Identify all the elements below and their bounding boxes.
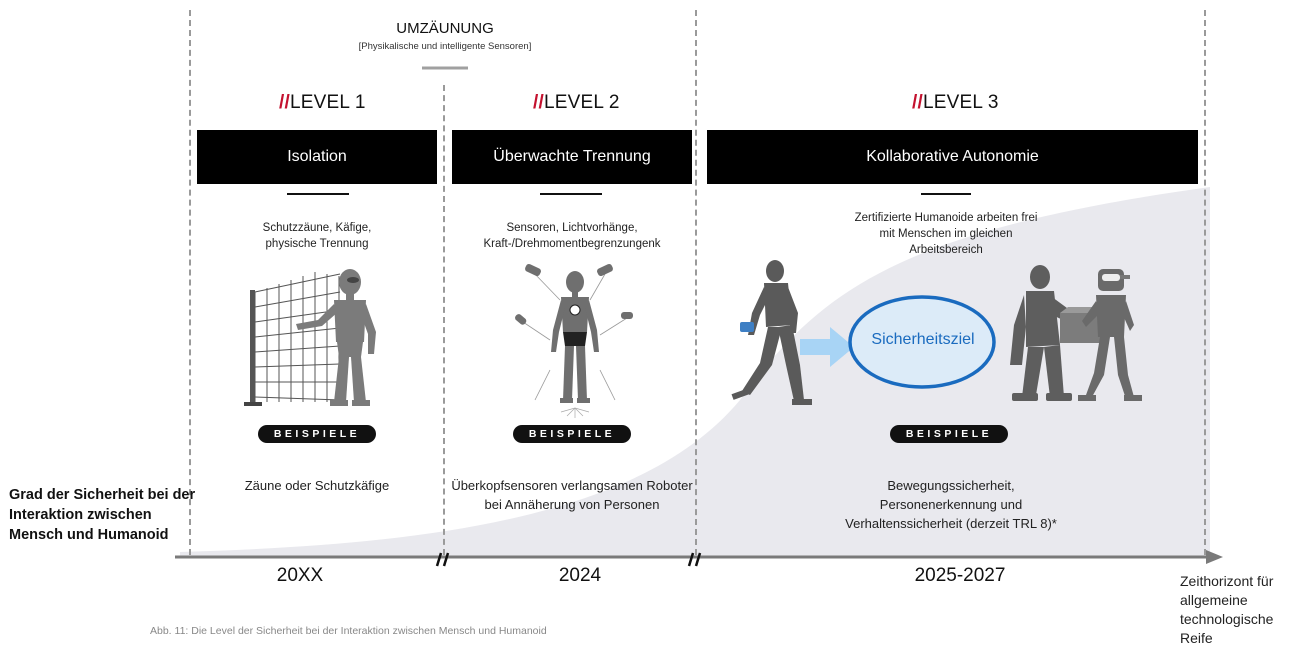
level-1-desc-line: Schutzzäune, Käfige,: [262, 222, 372, 234]
y-axis-label-line: Interaktion zwischen: [9, 507, 152, 523]
level-3-bar: Kollaborative Autonomie: [707, 130, 1198, 184]
level-3-bar-title: Kollaborative Autonomie: [866, 148, 1039, 165]
level-1-description: Schutzzäune, Käfige, physische Trennung: [197, 220, 437, 252]
divider-1: [189, 10, 191, 555]
fenced-robot-illustration: [244, 269, 376, 406]
level-3-rule: [921, 193, 971, 195]
level-2-label: LEVEL 2: [543, 92, 620, 113]
level-1-example-line: Zäune oder Schutzkäfige: [244, 478, 390, 493]
level-3-header: //LEVEL 3: [912, 92, 999, 114]
axis-break-2: [687, 552, 702, 567]
level-3-examples-badge: BEISPIELE: [890, 425, 1008, 443]
level-3-example-line: Bewegungssicherheit,: [887, 478, 1015, 493]
period-level-3: 2025-2027: [914, 565, 1006, 586]
y-axis-label-line: Mensch und Humanoid: [9, 527, 169, 543]
level-3-example-line: Personenerkennung und: [879, 497, 1023, 512]
period-level-1: 20XX: [276, 565, 324, 586]
level-2-example: Überkopfsensoren verlangsamen Roboter be…: [444, 476, 700, 514]
safety-goal-label: Sicherheitsziel: [871, 331, 975, 348]
time-axis-arrowhead: [1206, 550, 1223, 564]
level-1-example: Zäune oder Schutzkäfige: [197, 476, 437, 495]
level-2-description: Sensoren, Lichtvorhänge, Kraft-/Drehmome…: [452, 220, 692, 252]
x-axis-label: Zeithorizont für allgemeine technologisc…: [1180, 572, 1303, 648]
fencing-subtitle: [Physikalische und intelligente Sensoren…: [358, 41, 532, 52]
fencing-title: UMZÄUNUNG: [396, 20, 494, 37]
level-2-desc-line: Kraft-/Drehmomentbegrenzungenk: [483, 238, 661, 250]
level-2-bar: Überwachte Trennung: [452, 130, 692, 184]
level-1-label: LEVEL 1: [289, 92, 366, 113]
collaboration-illustration: [731, 260, 1142, 405]
level-2-desc-line: Sensoren, Lichtvorhänge,: [506, 222, 638, 234]
period-level-2: 2024: [558, 565, 602, 586]
level-3-example: Bewegungssicherheit, Personenerkennung u…: [820, 476, 1082, 533]
y-axis-label: Grad der Sicherheit bei der Interaktion …: [9, 485, 195, 545]
level-2-examples-badge: BEISPIELE: [513, 425, 631, 443]
arrow-right-icon: [800, 327, 854, 367]
y-axis-label-line: Grad der Sicherheit bei der: [9, 487, 196, 503]
level-3-desc-line: Arbeitsbereich: [909, 244, 983, 256]
axis-break-1: [435, 552, 450, 567]
level-1-desc-line: physische Trennung: [265, 238, 369, 250]
safety-curve-fill: [180, 187, 1210, 557]
divider-2: [443, 85, 445, 555]
divider-3: [695, 10, 697, 555]
level-3-desc-line: Zertifizierte Humanoide arbeiten frei: [854, 212, 1038, 224]
x-axis-label-line: allgemeine: [1180, 592, 1248, 608]
safety-goal-ellipse: [848, 295, 996, 389]
figure-caption: Abb. 11: Die Level der Sicherheit bei de…: [150, 625, 547, 637]
level-3-label: LEVEL 3: [922, 92, 999, 113]
level-1-prefix: //: [279, 92, 290, 113]
level-2-prefix: //: [533, 92, 544, 113]
x-axis-label-line: technologische Reife: [1180, 611, 1274, 646]
sensor-robot-illustration: [515, 263, 633, 418]
x-axis-label-line: Zeithorizont für: [1180, 573, 1274, 589]
level-2-example-line: bei Annäherung von Personen: [484, 497, 660, 512]
level-2-bar-title: Überwachte Trennung: [493, 148, 651, 165]
level-3-example-line: Verhaltenssicherheit (derzeit TRL 8)*: [845, 516, 1057, 531]
level-2-rule: [540, 193, 602, 195]
level-3-prefix: //: [912, 92, 923, 113]
level-3-desc-line: mit Menschen im gleichen: [879, 228, 1013, 240]
level-1-bar-title: Isolation: [287, 148, 347, 165]
divider-4: [1204, 10, 1206, 555]
level-3-description: Zertifizierte Humanoide arbeiten frei mi…: [815, 210, 1077, 258]
level-2-header: //LEVEL 2: [533, 92, 620, 114]
level-1-bar: Isolation: [197, 130, 437, 184]
level-2-example-line: Überkopfsensoren verlangsamen Roboter: [451, 478, 693, 493]
level-1-rule: [287, 193, 349, 195]
level-1-header: //LEVEL 1: [279, 92, 366, 114]
level-1-examples-badge: BEISPIELE: [258, 425, 376, 443]
